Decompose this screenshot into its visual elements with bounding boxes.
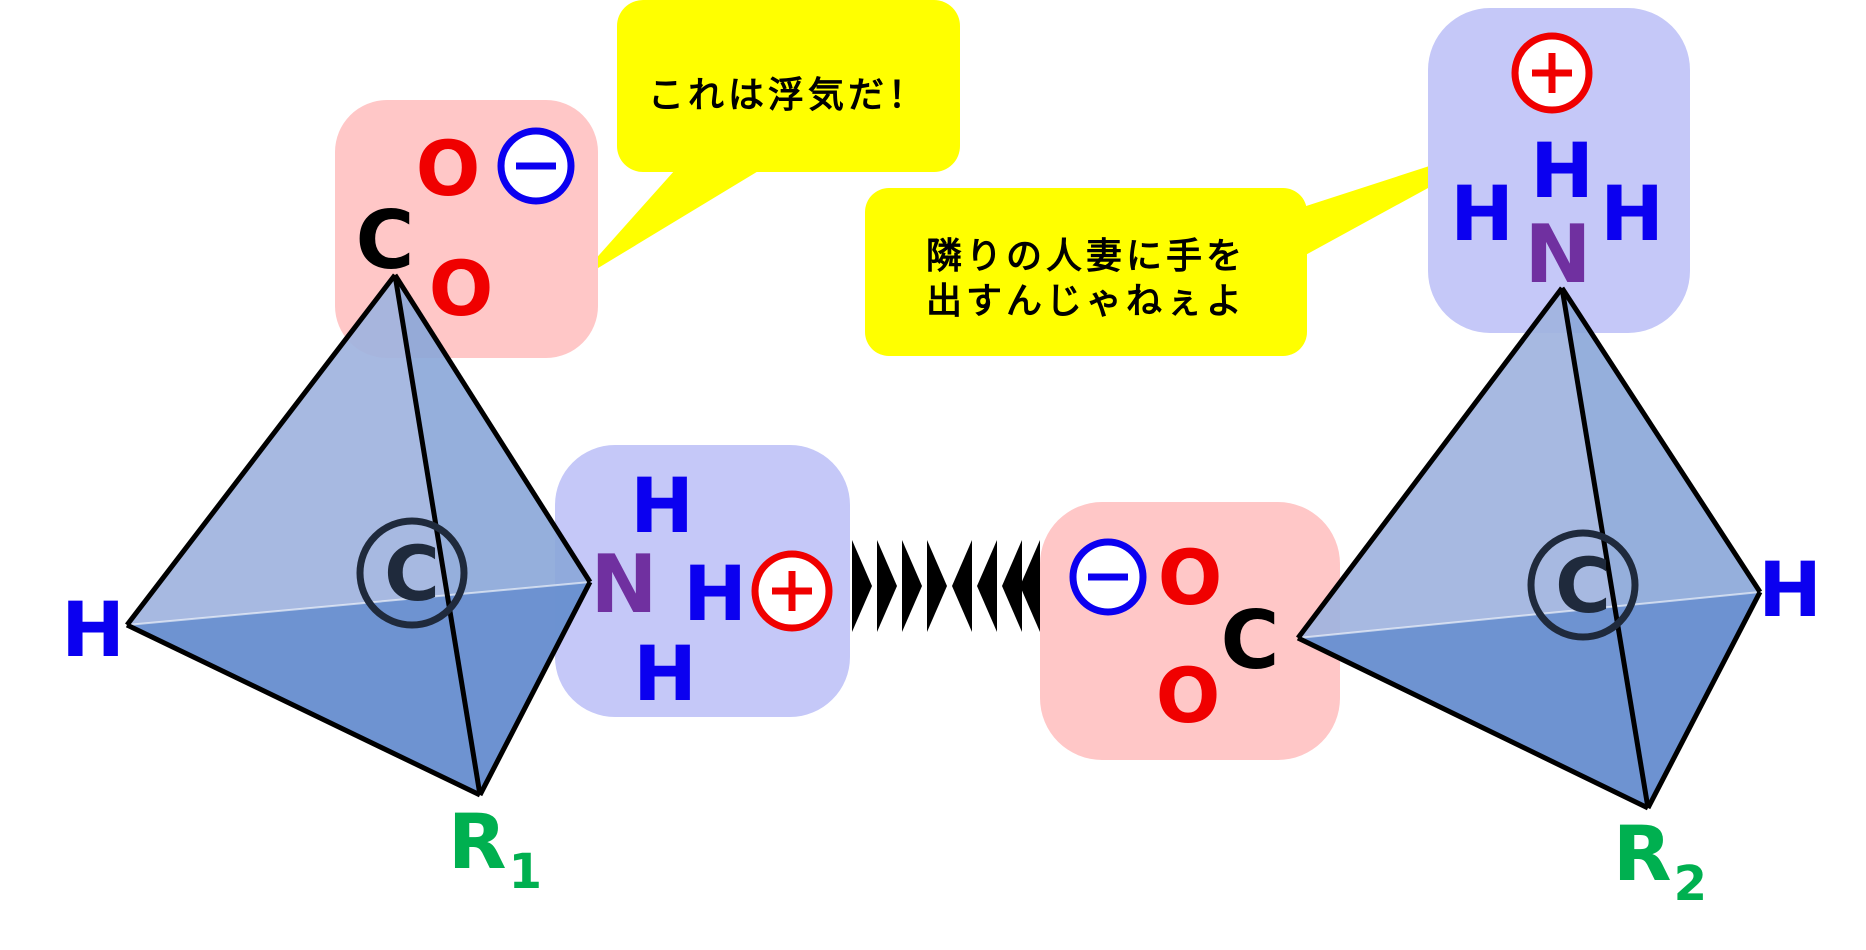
right-amino-acid: C C O O − H R2 H H H N + (0, 0, 1822, 912)
ammonium-box-right (1428, 8, 1690, 333)
ammonium-h-top-left: H (630, 461, 694, 550)
center-carbon-label-left: C (384, 529, 440, 618)
oxygen-top-right: O (1158, 533, 1223, 622)
ammonium-h-left-right: H (1450, 169, 1514, 258)
ammonium-h-top-right: H (1530, 126, 1594, 215)
hydrogen-right: H (1758, 545, 1822, 634)
r-group-right: R2 (1613, 809, 1707, 912)
bubble-text-left: これは浮気だ！ (648, 75, 928, 116)
negative-charge-right: − (0, 0, 1147, 616)
negative-charge-left-label: − (0, 0, 1, 1)
left-amino-acid: C C O O − H R1 H N H H + (0, 0, 850, 900)
positive-charge-right-label: + (0, 0, 1, 1)
positive-charge-left: + (0, 0, 833, 632)
ammonium-box-left (555, 445, 850, 717)
carboxyl-carbon-left: C (356, 194, 415, 287)
tetrahedron-left (125, 273, 593, 798)
ammonium-h-right-right: H (1600, 169, 1664, 258)
oxygen-bottom-right: O (1156, 651, 1221, 740)
r-group-left: R1 (448, 797, 542, 900)
speech-bubble-left: これは浮気だ！ (575, 0, 960, 282)
positive-charge-left-label: + (0, 0, 1, 1)
ammonium-nitrogen-right: N (1525, 208, 1592, 301)
oxygen-bottom-left: O (429, 244, 494, 333)
negative-charge-right-label: − (0, 0, 1, 1)
hydrogen-left: H (61, 585, 125, 674)
bubble-tail-left (575, 170, 760, 282)
bubble-body-right (865, 188, 1307, 356)
negative-charge-left: − (0, 0, 575, 205)
center-carbon-left: C (356, 517, 468, 629)
ionic-attraction-wedges (852, 540, 1040, 632)
oxygen-top-left: O (416, 124, 481, 213)
ammonium-h-bottom-left: H (633, 629, 697, 718)
bubble-text-right-line2: 出すんじゃねぇよ (926, 281, 1246, 322)
center-carbon-label-right: C (1555, 541, 1611, 630)
bubble-text-right-line1: 隣りの人妻に手を (926, 236, 1246, 277)
carboxyl-carbon-right: C (1221, 594, 1280, 687)
center-carbon-right: C (1527, 529, 1639, 641)
ammonium-nitrogen-left: N (591, 538, 658, 631)
tetrahedron-right (1296, 286, 1763, 811)
ammonium-h-mid-left: H (683, 549, 747, 638)
positive-charge-right: + (0, 0, 1593, 114)
speech-bubble-right: 隣りの人妻に手を 出すんじゃねぇよ (865, 135, 1525, 356)
bubble-body-left (617, 0, 960, 172)
